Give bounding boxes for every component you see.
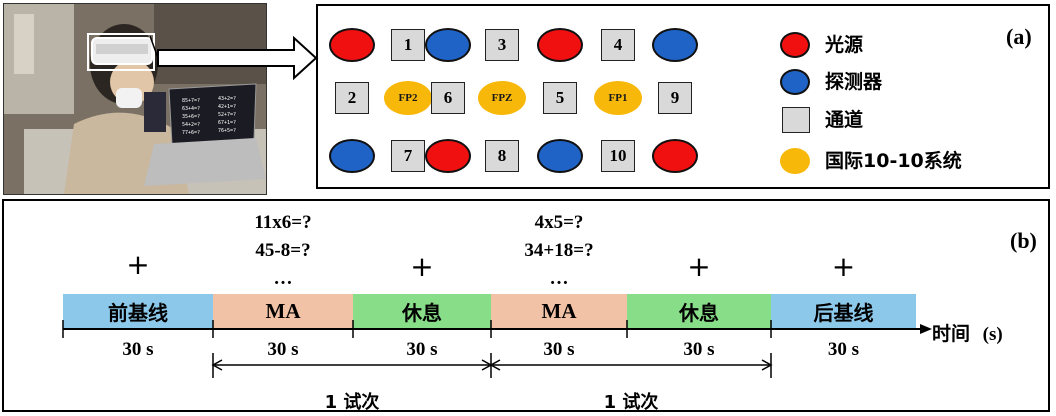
channel-10: 10	[601, 140, 635, 172]
panel-a-label: (a)	[1006, 24, 1032, 49]
source-marker	[425, 139, 471, 173]
channel-3: 3	[485, 29, 519, 61]
trial-span-arrowhead	[211, 359, 223, 371]
channel-5: 5	[543, 82, 577, 114]
channel-7: 7	[391, 140, 425, 172]
source-marker	[652, 139, 698, 173]
fixation-cross: +	[687, 250, 711, 283]
segment-1: MA	[213, 294, 353, 329]
segment-duration: 30 s	[543, 339, 575, 360]
time-axis-unit: (s)	[982, 324, 1003, 345]
photo-illustration: 85+7=? 63+4=? 35+6=? 54+2=? 77+6=? 43+2=…	[4, 4, 266, 194]
segment-duration: 30 s	[683, 339, 715, 360]
task-question: 4x5=?	[534, 212, 584, 233]
legend-label: 探测器	[825, 71, 883, 93]
segment-3: MA	[491, 294, 627, 329]
segment-duration: 30 s	[827, 339, 860, 360]
segment-duration: 30 s	[406, 339, 438, 360]
segment-duration: 30 s	[122, 339, 154, 360]
legend-yellow-swatch	[780, 148, 810, 174]
segment-0: 前基线	[63, 294, 213, 329]
channel-8: 8	[485, 140, 519, 172]
segment-5: 后基线	[771, 294, 916, 329]
screen-text-right: 43+2=? 42+1=? 52+7=? 67+1=? 76+5=?	[218, 96, 239, 134]
detector-marker	[329, 139, 375, 173]
trial-span-arrowhead	[761, 359, 773, 371]
task-question: …	[273, 268, 293, 289]
panel-b-timeline	[2, 199, 1050, 412]
source-marker	[537, 28, 583, 62]
legend-red-swatch	[780, 32, 810, 58]
segment-4: 休息	[627, 294, 771, 329]
screen-text-left: 85+7=? 63+4=? 35+6=? 54+2=? 77+6=?	[182, 98, 203, 136]
legend-blue-swatch	[780, 69, 810, 95]
legend-label: 光源	[825, 34, 864, 56]
legend-channel-swatch	[782, 107, 810, 133]
laptop-screen-text: 85+7=? 63+4=? 35+6=? 54+2=? 77+6=? 43+2=…	[182, 96, 239, 136]
experiment-photo: 85+7=? 63+4=? 35+6=? 54+2=? 77+6=? 43+2=…	[3, 3, 267, 195]
panel-b-label: (b)	[1010, 228, 1037, 253]
channel-9: 9	[658, 82, 692, 114]
channel-1: 1	[391, 29, 425, 61]
detector-marker	[652, 28, 698, 62]
detector-marker	[537, 139, 583, 173]
channel-2: 2	[335, 82, 369, 114]
fixation-cross: +	[831, 250, 856, 283]
channel-4: 4	[601, 29, 635, 61]
channel-6: 6	[431, 82, 465, 114]
task-question: 11x6=?	[254, 212, 312, 233]
legend-label: 国际10-10系统	[825, 150, 962, 172]
electrode-fp1: FP1	[594, 81, 642, 115]
fixation-cross: +	[126, 248, 150, 281]
device-highlight-box	[87, 33, 155, 71]
time-axis-arrowhead	[920, 324, 932, 334]
source-marker	[329, 28, 375, 62]
electrode-fpz: FPZ	[478, 81, 526, 115]
detector-marker	[425, 28, 471, 62]
legend-label: 通道	[825, 109, 864, 131]
time-axis-label: 时间 (s)	[932, 319, 1003, 346]
segment-2: 休息	[353, 294, 491, 329]
fixation-cross: +	[410, 250, 434, 283]
electrode-fp2: FP2	[384, 81, 432, 115]
callout-arrow	[150, 35, 318, 81]
task-question: 34+18=?	[524, 240, 594, 261]
segment-duration: 30 s	[267, 339, 299, 360]
trial-span-arrowhead	[489, 359, 501, 371]
time-axis-text: 时间	[932, 323, 971, 345]
task-question: 45-8=?	[255, 240, 311, 261]
trial-label: 1 试次	[324, 392, 380, 413]
trial-label: 1 试次	[603, 392, 659, 413]
task-question: …	[549, 268, 569, 289]
